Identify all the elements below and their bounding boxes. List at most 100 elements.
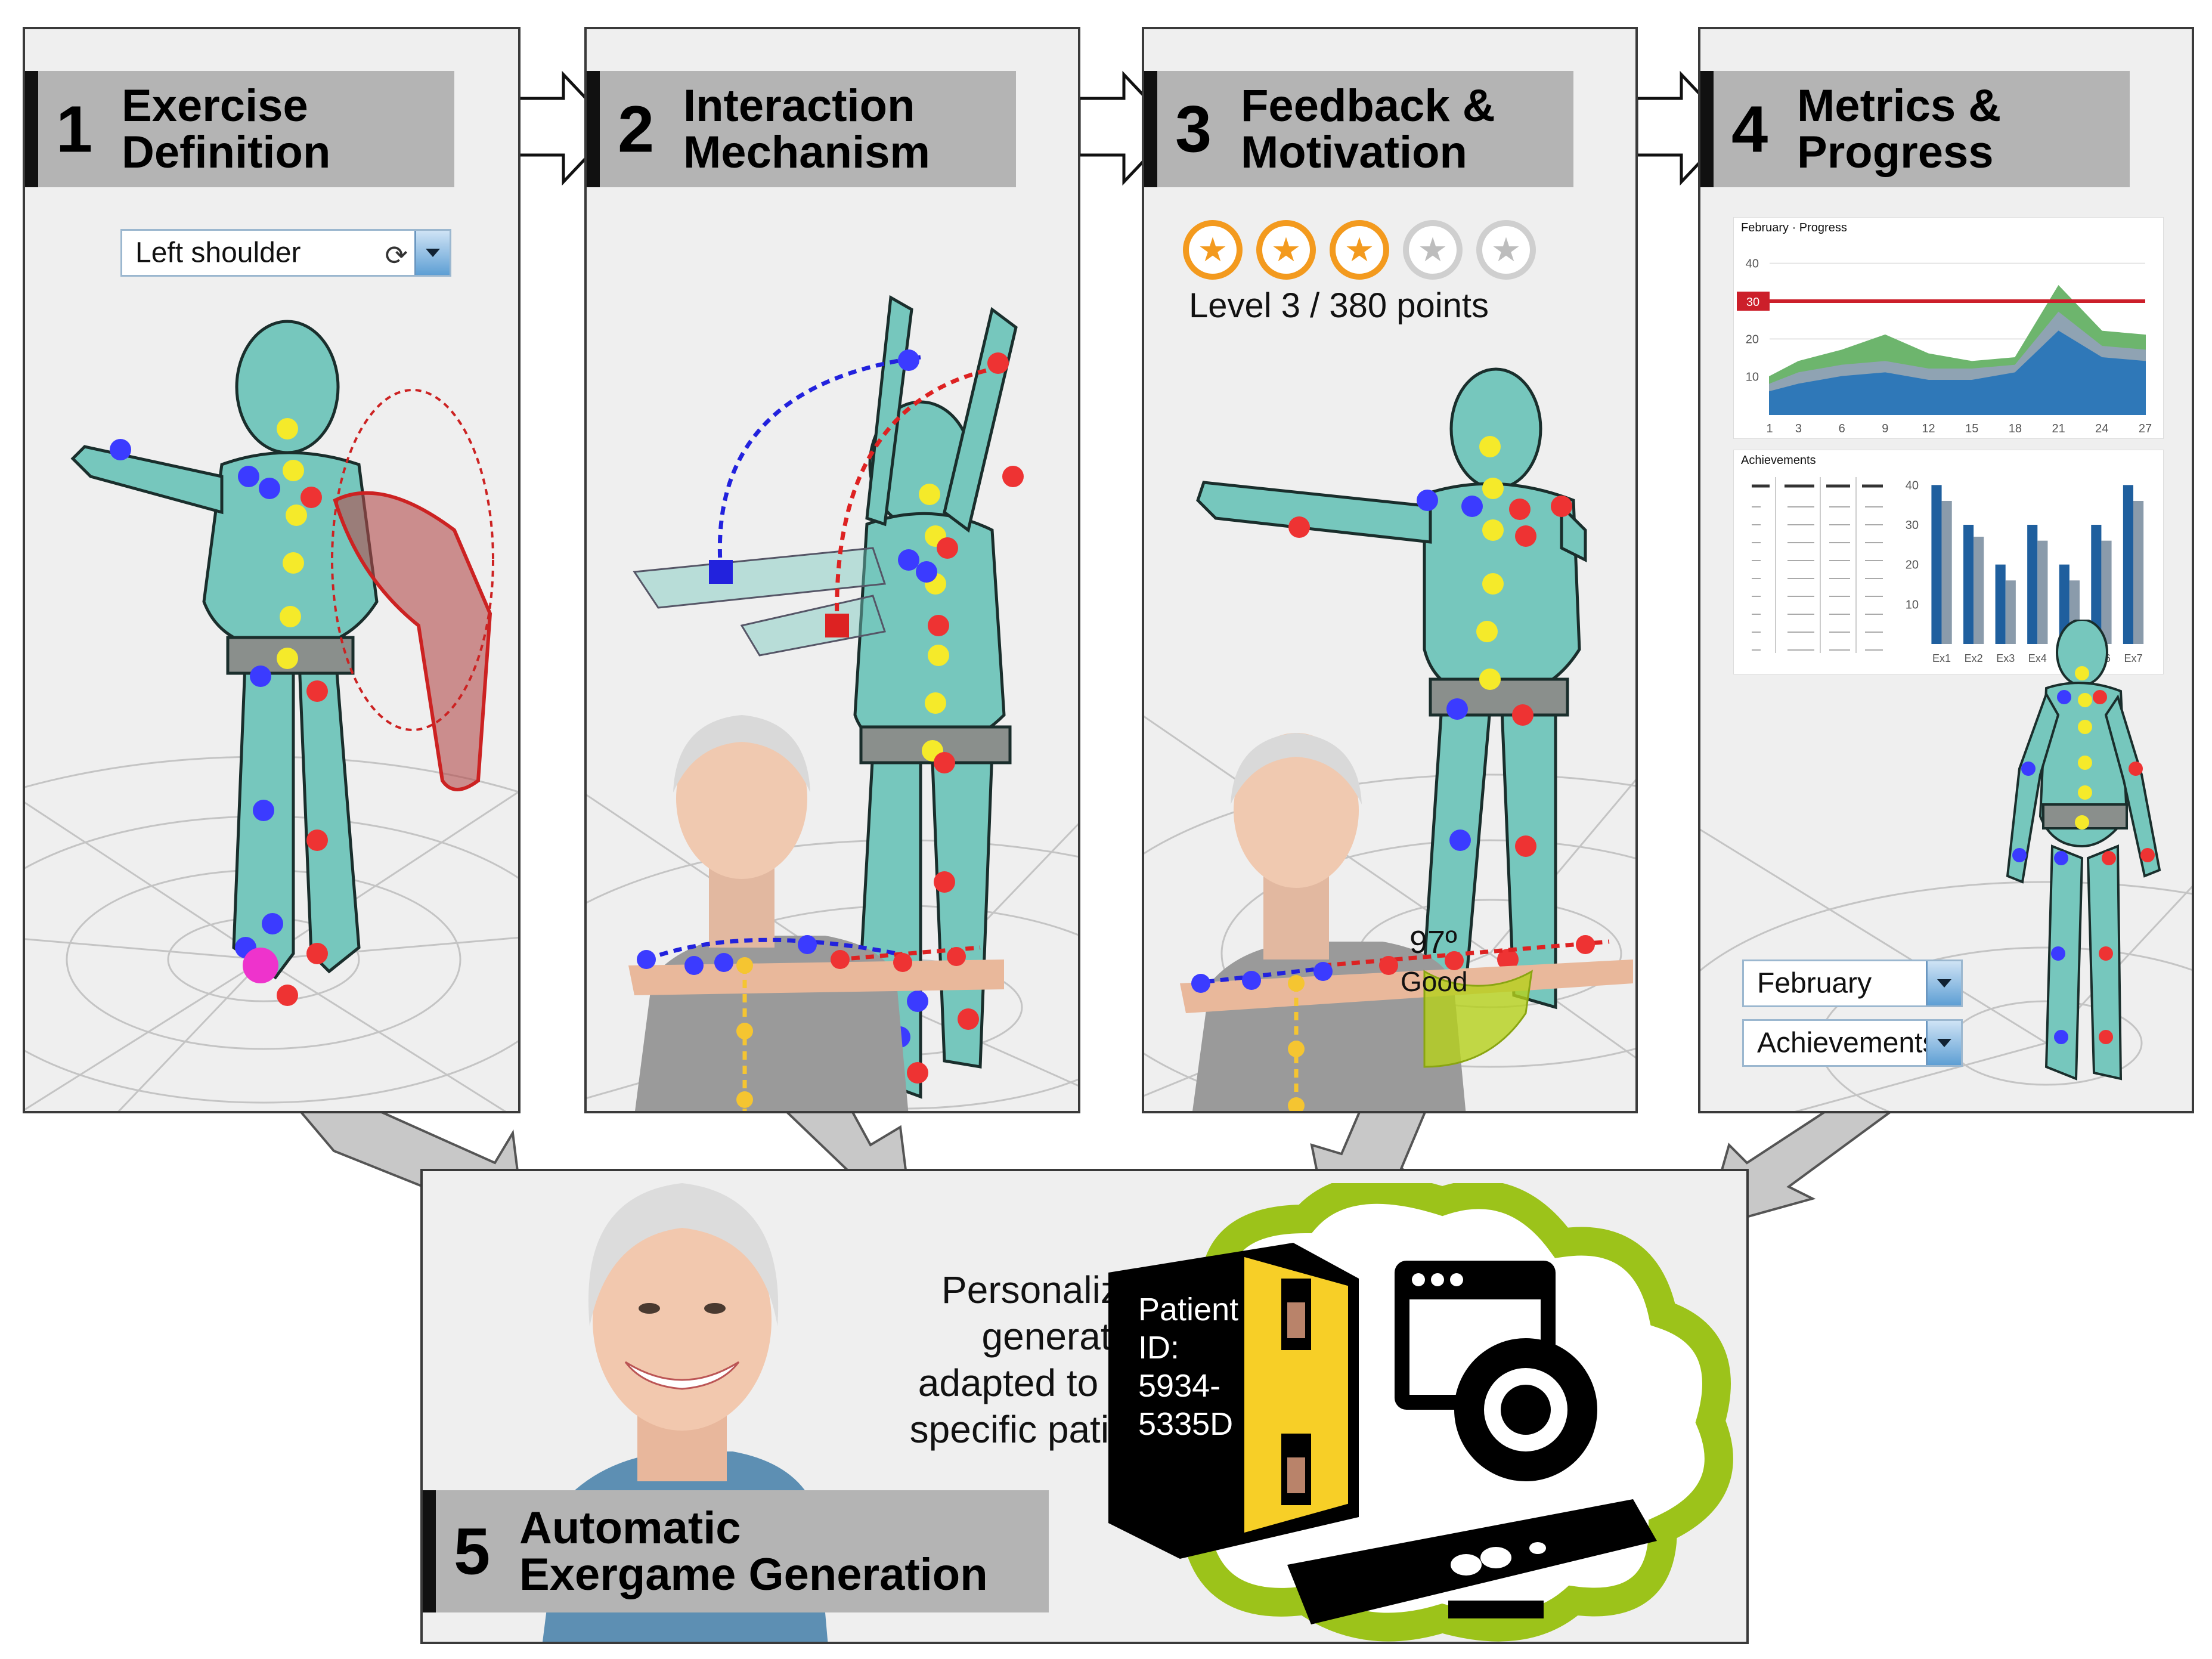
bar-Ex7-s1 (2123, 485, 2133, 644)
achievements-bar-chart: 10203040Ex1Ex2Ex3Ex4Ex5Ex6Ex7 (1906, 479, 2144, 664)
progress-chart-card: February · Progress 10203040136912151821… (1733, 217, 2164, 439)
month-select[interactable]: February (1742, 960, 1963, 1007)
y-tick-label: 10 (1906, 598, 1919, 611)
x-tick-label: 21 (2052, 422, 2065, 435)
x-tick-label: Ex7 (2124, 652, 2142, 664)
panel-2-number: 2 (618, 92, 655, 166)
patient-card-line3: 5934- (1138, 1368, 1221, 1404)
bar-Ex2-s1 (1963, 525, 1974, 644)
bar-Ex2-s2 (1974, 537, 1984, 644)
panel-5-number: 5 (454, 1515, 491, 1588)
month-select-value: February (1757, 967, 1872, 999)
cloud-services-illustration (1108, 1183, 1733, 1642)
kinect-sensor-icon (1287, 1499, 1657, 1624)
bar-Ex4-s2 (2037, 540, 2048, 644)
x-tick-label: 6 (1839, 422, 1845, 435)
star-3: ★ (1330, 220, 1389, 280)
panel-3-title-line1: Feedback & (1241, 80, 1495, 131)
avatar-figure-1 (70, 320, 494, 1006)
patient-card-line4: 5335D (1138, 1406, 1234, 1442)
star-filled-icon: ★ (1344, 231, 1375, 268)
chevron-down-icon[interactable] (1926, 961, 1961, 1005)
star-filled-icon: ★ (1197, 231, 1228, 268)
chevron-down-icon[interactable] (1926, 1021, 1961, 1065)
star-empty-icon: ★ (1491, 231, 1522, 268)
y-tick-label: 30 (1906, 519, 1919, 532)
browser-settings-icon (1395, 1261, 1597, 1481)
highlighted-arm (333, 491, 492, 791)
bar-Ex3-s2 (2005, 580, 2016, 644)
x-tick-label: 15 (1965, 422, 1978, 435)
bar-Ex1-s1 (1931, 485, 1942, 644)
x-tick-label: Ex3 (1996, 652, 2015, 664)
x-tick-label: 9 (1882, 422, 1888, 435)
panel-4-title-line1: Metrics & (1797, 80, 2002, 131)
patient-card-icon (1108, 1243, 1359, 1559)
angle-rating: Good (1401, 966, 1468, 997)
threshold-label: 30 (1746, 296, 1759, 309)
avatar-figure-4 (2006, 620, 2161, 1081)
star-4: ★ (1403, 220, 1463, 280)
panel-automatic-generation: Personalized generation adapted to the s… (420, 1169, 1749, 1644)
bar-Ex5-s1 (2059, 564, 2070, 644)
generation-description-line2: generation (981, 1315, 1162, 1358)
generation-description-line1: Personalized (941, 1268, 1162, 1311)
x-tick-label: 3 (1795, 422, 1802, 435)
avatar-figure-3 (1196, 367, 1587, 1010)
level-points-text: Level 3 / 380 points (1189, 286, 1489, 325)
patient-photo-3 (1180, 733, 1633, 1111)
generation-description-line3: adapted to the (918, 1361, 1162, 1404)
panel-2-title-line2: Mechanism (683, 126, 930, 178)
arrow-4-to-5 (1703, 1111, 1894, 1230)
threshold-badge (1737, 292, 1770, 311)
panel-1-title-line1: Exercise (122, 80, 308, 131)
x-tick-label: 24 (2095, 422, 2108, 435)
y-tick-label: 20 (1906, 559, 1919, 572)
area-series-1 (1769, 330, 2146, 415)
bar-Ex3-s1 (1995, 564, 2006, 644)
panel-3-header: 3 Feedback &Motivation (1144, 71, 1573, 187)
joint-select[interactable]: Left shoulder ⟳ (120, 229, 451, 277)
panel-1-title-line2: Definition (122, 126, 331, 178)
angle-value: 97º (1409, 924, 1457, 960)
patient-photo-2 (628, 715, 1004, 1111)
y-tick-label: 40 (1746, 258, 1759, 271)
x-tick-label: 12 (1922, 422, 1935, 435)
x-tick-label: Ex2 (1965, 652, 1983, 664)
star-empty-icon: ★ (1417, 231, 1448, 268)
panel-4-header: 4 Metrics &Progress (1700, 71, 2130, 187)
x-tick-label: 18 (2009, 422, 2022, 435)
star-filled-icon: ★ (1271, 231, 1302, 268)
y-tick-label: 20 (1746, 333, 1759, 346)
panel-2-title-line1: Interaction (683, 80, 915, 131)
refresh-icon[interactable]: ⟳ (385, 240, 408, 271)
panel-5-title-line2: Exergame Generation (519, 1549, 988, 1600)
bar-Ex1-s2 (1941, 501, 1952, 644)
achievements-title: Achievements (1741, 454, 1816, 467)
generation-description: Personalized generation adapted to the s… (780, 1267, 1162, 1453)
patient-card-line1: Patient (1138, 1292, 1239, 1327)
panel-4-title-line2: Progress (1797, 126, 1994, 178)
panel-1-number: 1 (56, 92, 93, 166)
panel-3-title-line2: Motivation (1241, 126, 1467, 178)
panel-3-number: 3 (1175, 92, 1212, 166)
chevron-down-icon[interactable] (414, 231, 450, 275)
star-2: ★ (1256, 220, 1316, 280)
panel-metrics-progress: 4 Metrics &Progress February · Progress … (1698, 27, 2194, 1113)
panel-feedback-motivation: 3 Feedback &Motivation ★ ★ ★ ★ ★ Level 3… (1142, 27, 1638, 1113)
bar-Ex6-s2 (2101, 540, 2112, 644)
star-1: ★ (1183, 220, 1243, 280)
bar-Ex6-s1 (2091, 525, 2102, 644)
patient-card-line2: ID: (1138, 1330, 1180, 1366)
patient-card-text: Patient ID: 5934- 5335D (1138, 1290, 1238, 1443)
joint-select-value: Left shoulder (135, 237, 301, 269)
view-select[interactable]: Achievements (1742, 1019, 1963, 1067)
y-tick-label: 10 (1746, 371, 1759, 384)
y-tick-label: 40 (1906, 479, 1919, 492)
generation-description-line4: specific patient (909, 1408, 1162, 1451)
